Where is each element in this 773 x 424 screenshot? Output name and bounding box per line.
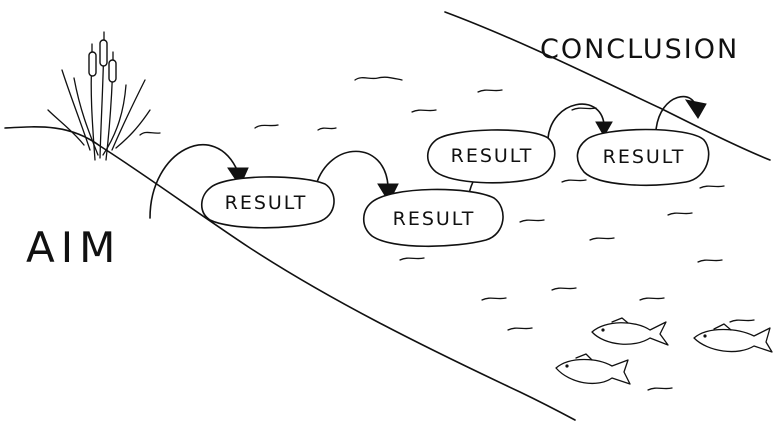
conclusion-label: CONCLUSION (540, 34, 739, 65)
stepping-stone: RESULT (426, 129, 556, 184)
stepping-stone: RESULT (576, 128, 710, 186)
left-bank (4, 126, 576, 421)
stone-label: RESULT (393, 208, 476, 230)
reeds-icon (47, 31, 151, 161)
stepping-stone: RESULT (200, 176, 335, 229)
water-ripples (139, 76, 755, 391)
stone-label: RESULT (225, 192, 308, 214)
fish-icon (591, 317, 669, 346)
stone-label: RESULT (603, 146, 686, 168)
right-bank (444, 11, 771, 161)
fish-icon (555, 353, 631, 385)
fish-icon (693, 323, 773, 353)
stepping-stone: RESULT (362, 188, 504, 248)
stone-label: RESULT (451, 145, 534, 167)
aim-label: AIM (26, 223, 121, 272)
